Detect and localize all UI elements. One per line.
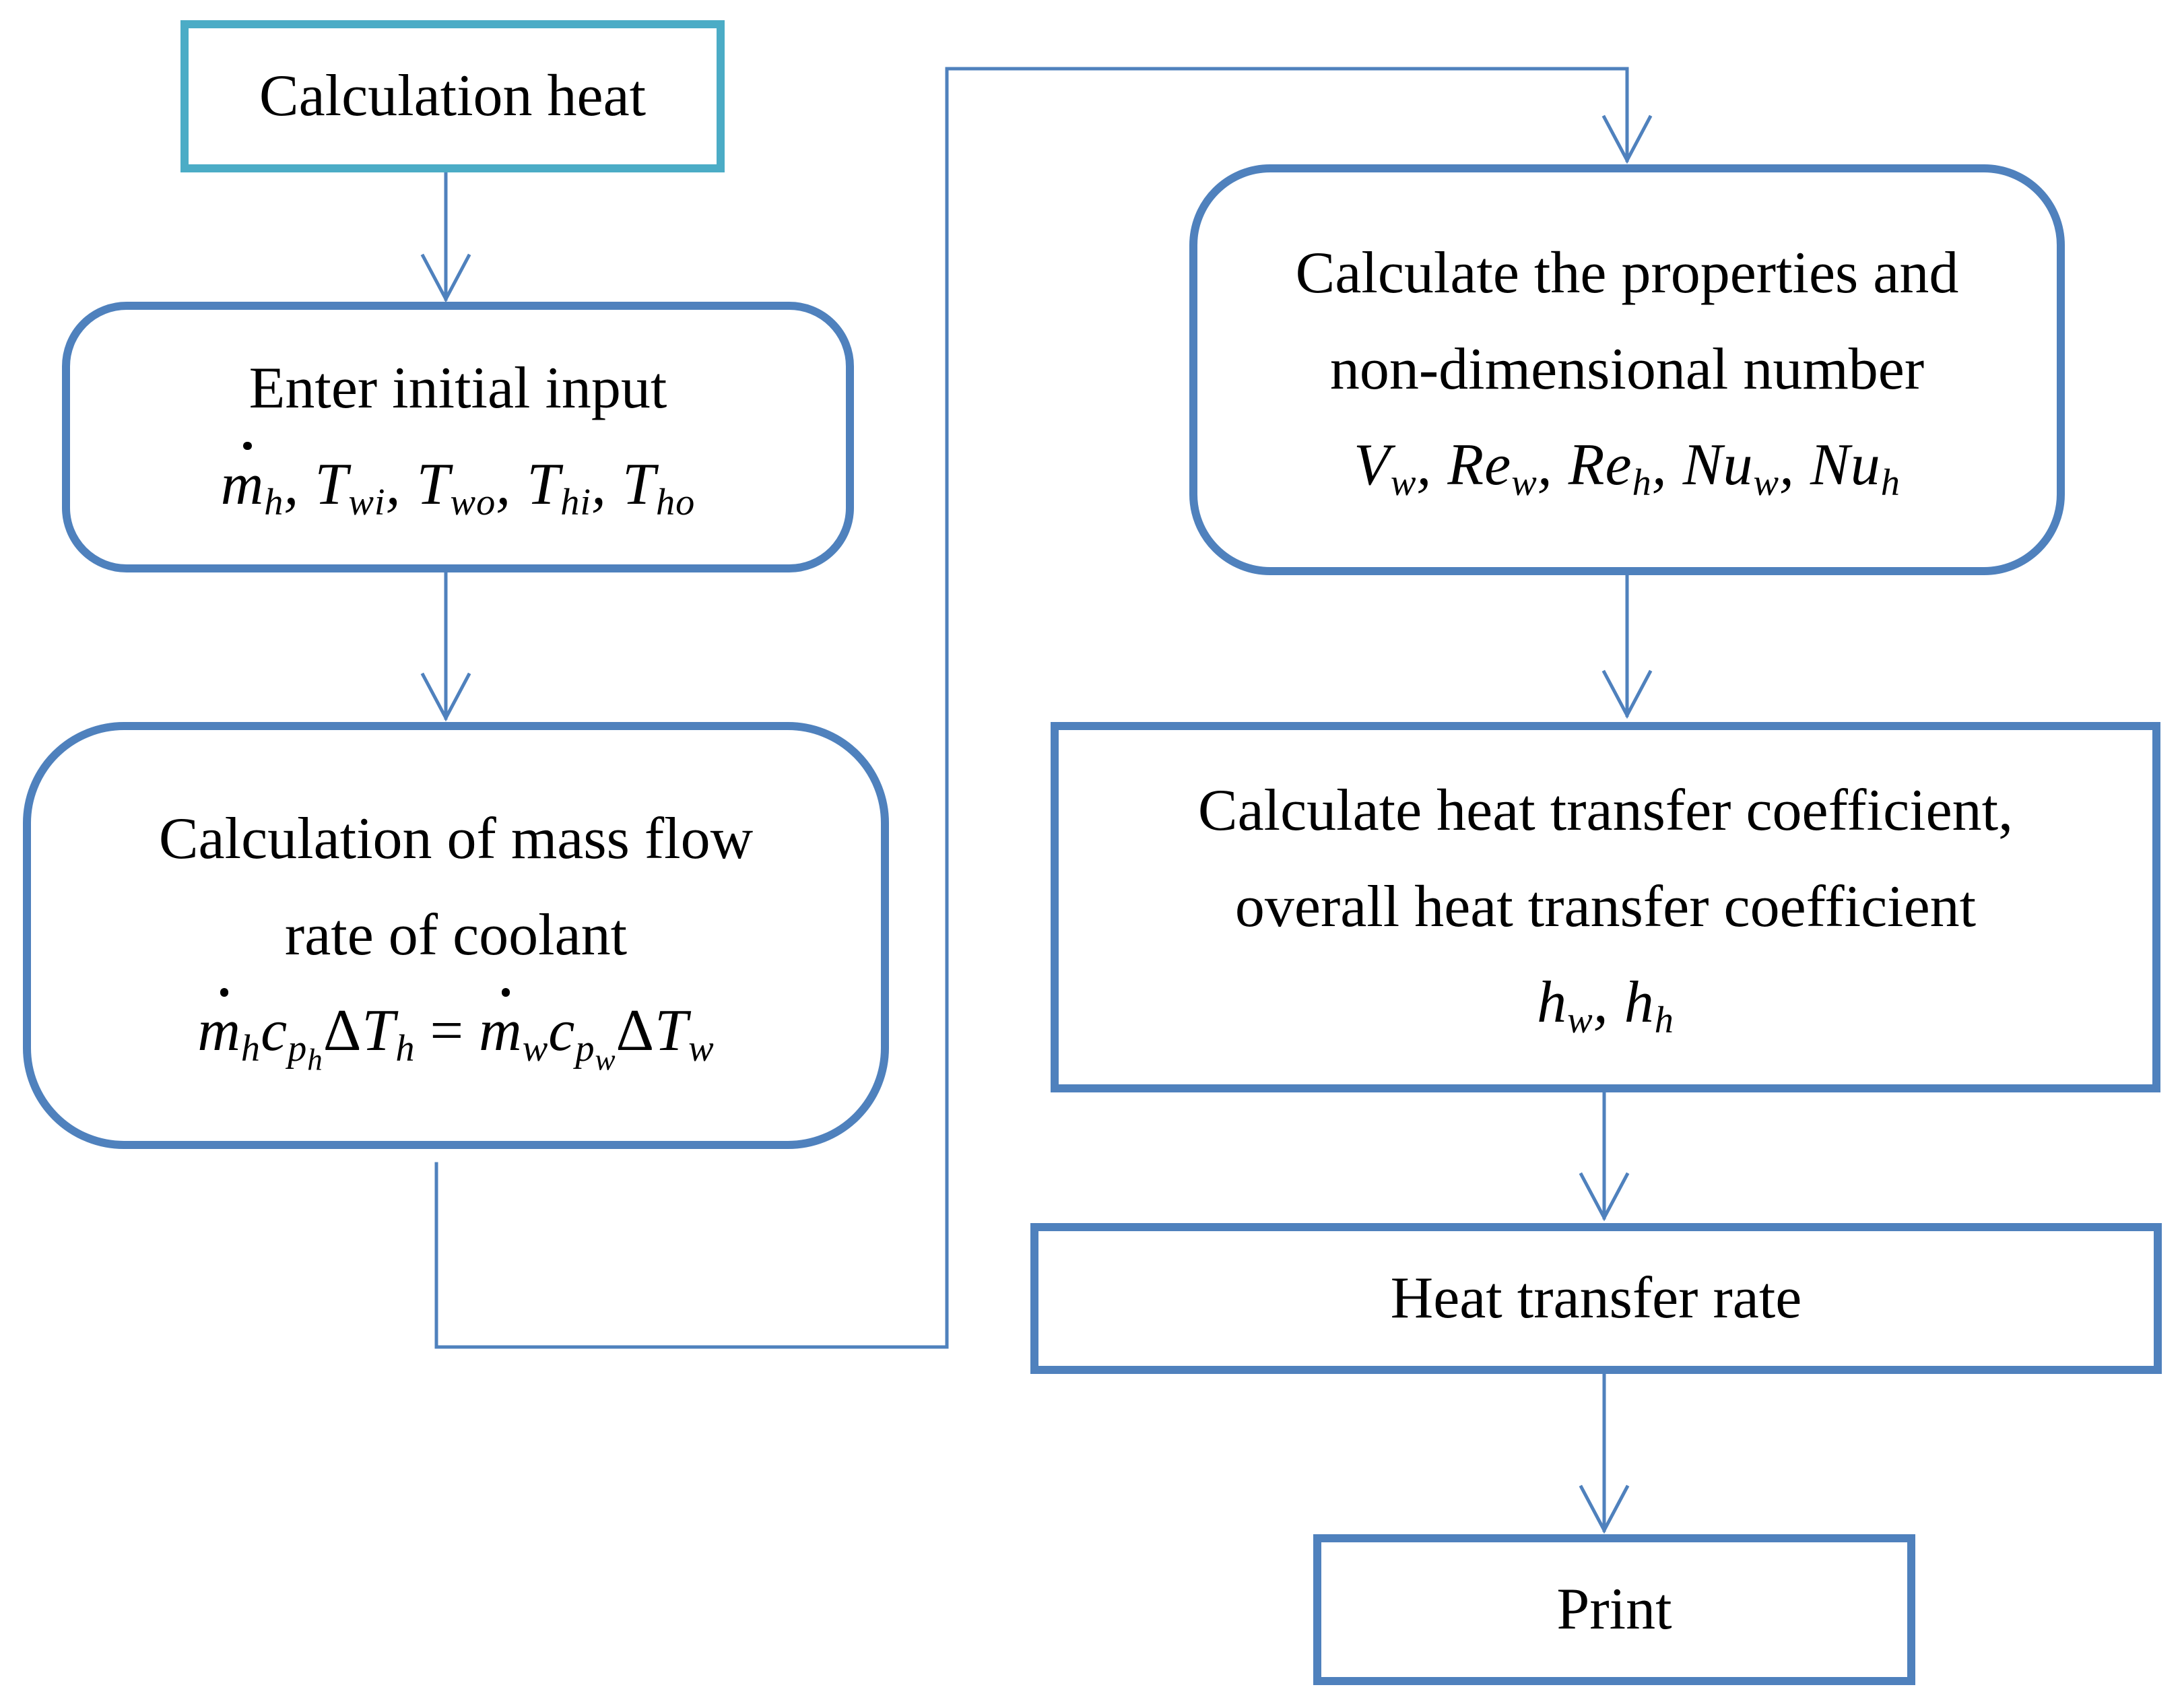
mass-flow-formula: mhcphΔTh=mwcpwΔTw — [197, 983, 714, 1080]
edge-input-to-mass-flow — [420, 570, 471, 722]
edge-start-to-input — [420, 170, 471, 303]
properties-label-line2: non-dimensional number — [1329, 336, 1925, 402]
input-formula: mh, Twi, Two, Thi, Tho — [221, 437, 696, 533]
heat-transfer-rate-label: Heat transfer rate — [1390, 1265, 1802, 1331]
start-label: Calculation heat — [259, 63, 647, 129]
properties-label-line1: Calculate the properties and — [1295, 240, 1959, 306]
input-node: Enter initial input mh, Twi, Two, Thi, T… — [62, 302, 854, 572]
mass-flow-label-line2: rate of coolant — [284, 902, 628, 968]
properties-formula: Vw, Rew, Reh, Nuw, Nuh — [1354, 432, 1900, 504]
properties-node: Calculate the properties and non-dimensi… — [1189, 164, 2065, 575]
start-node: Calculation heat — [180, 20, 725, 172]
coefficients-label-line1: Calculate heat transfer coefficient, — [1197, 778, 2014, 844]
input-label: Enter initial input — [249, 356, 667, 422]
print-node: Print — [1313, 1534, 1915, 1685]
mass-flow-node: Calculation of mass flow rate of coolant… — [23, 722, 889, 1149]
coefficients-label-line2: overall heat transfer coefficient — [1234, 874, 1977, 940]
edge-rate-to-print — [1579, 1372, 1630, 1534]
edge-properties-to-coefficients — [1601, 573, 1653, 719]
edge-coefficients-to-rate — [1579, 1090, 1630, 1222]
coefficients-node: Calculate heat transfer coefficient, ove… — [1051, 722, 2160, 1092]
mass-flow-label-line1: Calculation of mass flow — [158, 806, 754, 872]
heat-transfer-rate-node: Heat transfer rate — [1030, 1223, 2162, 1374]
edge-mass-flow-to-properties — [434, 67, 1653, 1349]
coefficients-formula: hw, hh — [1537, 970, 1674, 1042]
print-label: Print — [1556, 1576, 1672, 1642]
